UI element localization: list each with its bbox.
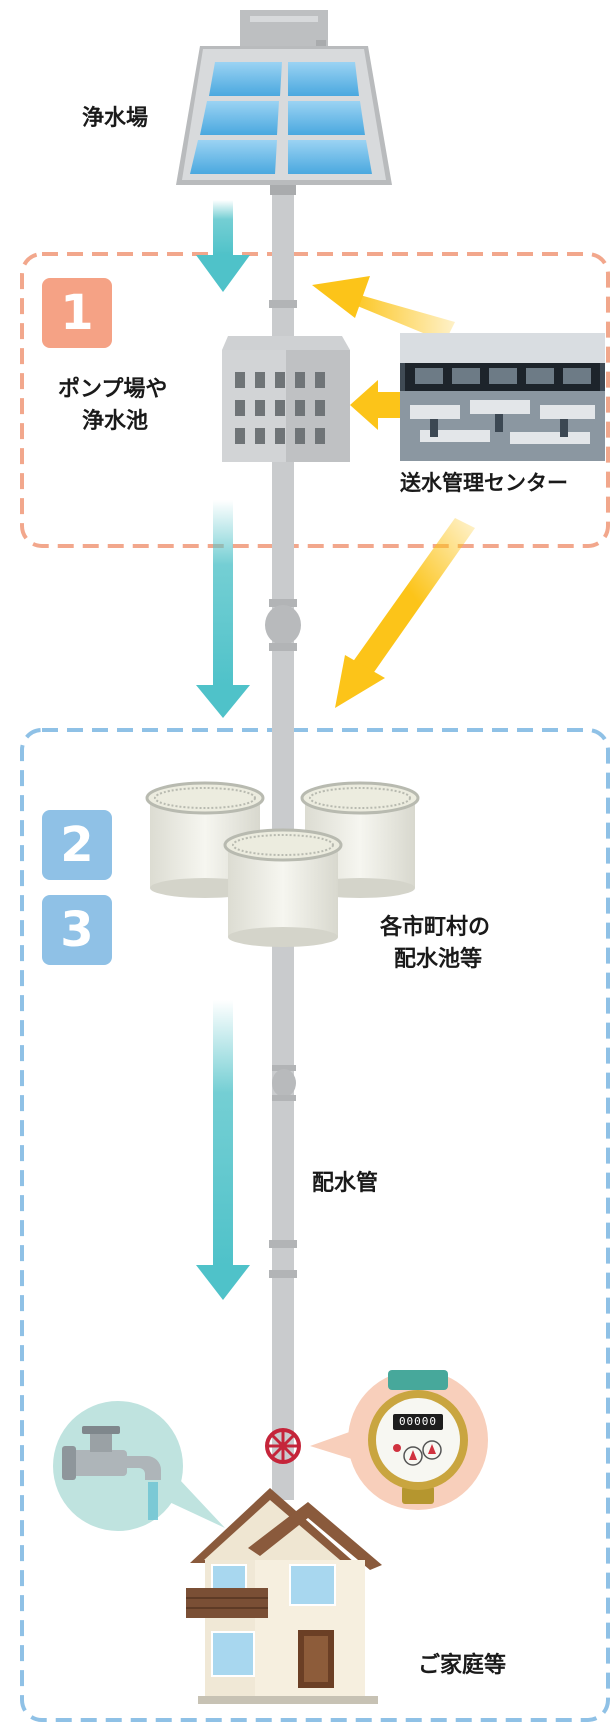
house bbox=[186, 1488, 382, 1704]
household-label: ご家庭等 bbox=[418, 1653, 507, 1678]
flow-arrow-3 bbox=[196, 1000, 250, 1300]
signal-arrow-to-reservoir bbox=[335, 518, 475, 708]
faucet-bubble bbox=[53, 1401, 225, 1531]
pump-station-building bbox=[222, 336, 350, 462]
pump-station-label-line2: 浄水池 bbox=[82, 408, 149, 434]
pump-station-label: ポンプ場や 浄水池 bbox=[58, 374, 167, 438]
purification-plant-label: 浄水場 bbox=[82, 106, 149, 131]
signal-arrow-to-pump bbox=[350, 380, 405, 430]
reservoir-label-line1: 各市町村の bbox=[380, 915, 491, 940]
control-center-label: 送水管理センター bbox=[400, 471, 568, 495]
zone-1-frame bbox=[20, 252, 610, 548]
house-valve-wheel bbox=[265, 1428, 301, 1464]
pump-station-label-line1: ポンプ場や bbox=[58, 377, 168, 402]
reservoir-tanks bbox=[145, 781, 420, 947]
zone-2-3-frame bbox=[20, 728, 610, 1722]
signal-arrow-to-pipe bbox=[312, 276, 455, 342]
reservoir-label: 各市町村の 配水池等 bbox=[380, 912, 490, 976]
flow-arrow-1 bbox=[196, 200, 250, 292]
flow-arrow-2 bbox=[196, 500, 250, 718]
zone-1-badge: 1 bbox=[42, 278, 112, 348]
zone-3-badge: 3 bbox=[42, 895, 112, 965]
water-meter-bubble bbox=[310, 1370, 488, 1510]
distribution-pipe-label: 配水管 bbox=[312, 1171, 379, 1196]
purification-plant-building bbox=[176, 10, 392, 195]
small-valve bbox=[272, 1065, 296, 1101]
meter-digits: 00000 bbox=[398, 1415, 438, 1428]
reservoir-label-line2: 配水池等 bbox=[394, 946, 483, 972]
control-center-photo bbox=[400, 333, 605, 461]
gate-valve bbox=[265, 599, 301, 651]
zone-2-badge: 2 bbox=[42, 810, 112, 880]
